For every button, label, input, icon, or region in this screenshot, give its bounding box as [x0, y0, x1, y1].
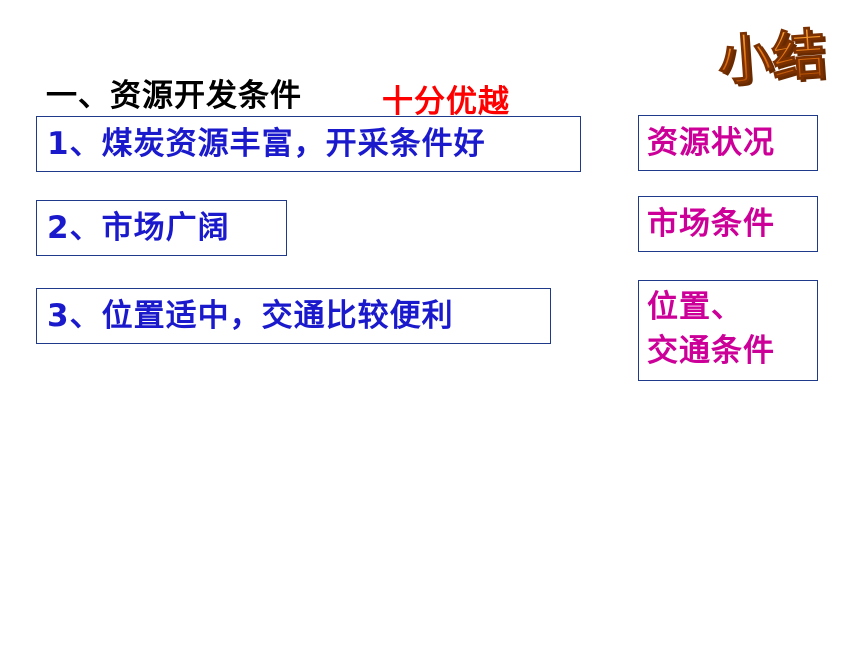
- section-heading: 一、资源开发条件: [46, 78, 302, 114]
- tag-location-transport: 位置、 交通条件: [638, 280, 818, 381]
- tag-resource-status: 资源状况: [638, 115, 818, 171]
- tag-location-line: 位置、: [647, 289, 743, 325]
- summary-badge: 小结 小结: [715, 22, 831, 88]
- tag-market-conditions: 市场条件: [638, 196, 818, 252]
- item-location: 3、位置适中，交通比较便利: [36, 288, 551, 344]
- item-market: 2、市场广阔: [36, 200, 287, 256]
- tag-transport-line: 交通条件: [647, 333, 775, 369]
- highlight-text: 十分优越: [382, 84, 510, 120]
- summary-badge-shadow: 小结: [719, 25, 831, 88]
- summary-badge-text: 小结: [716, 22, 828, 88]
- item-resources: 1、煤炭资源丰富，开采条件好: [36, 116, 581, 172]
